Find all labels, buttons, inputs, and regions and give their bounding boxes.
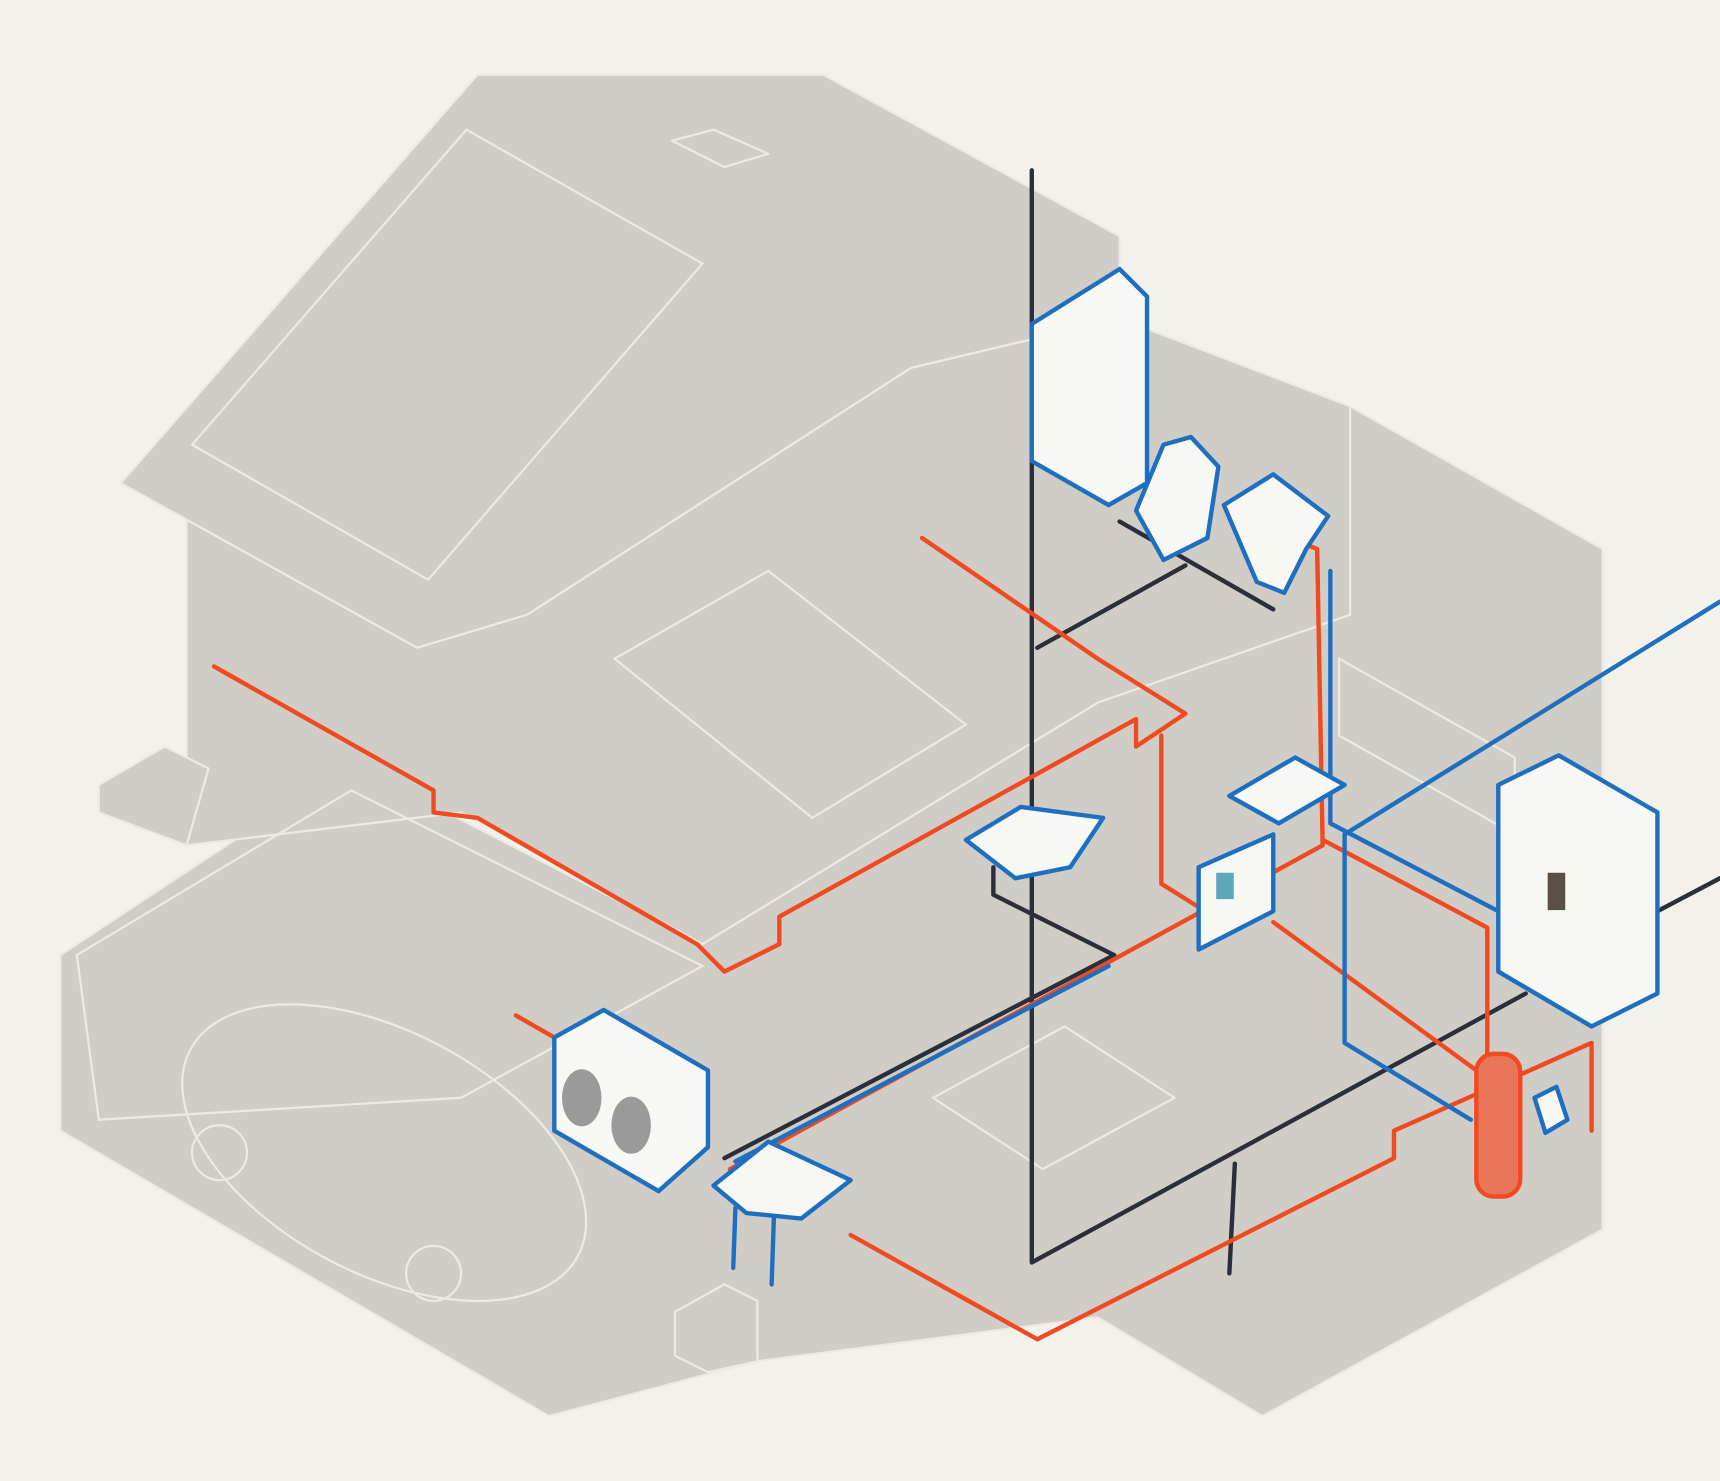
main-vent-stack [1029,168,1528,1265]
roof-vent [670,128,770,169]
drain-vent-pipes [722,168,1720,1276]
ac-unit [97,745,210,847]
cold-main-inlet [1342,599,1720,837]
electrical-panel-icon [1196,832,1276,952]
water-meter-icon [1532,1084,1570,1136]
car-wheel [405,1244,463,1302]
utility-sink-legs [731,1205,777,1287]
car-wheel [190,1124,249,1182]
kitchen-sink-icon [1227,755,1347,826]
solar-panel [190,128,705,582]
washer-line [513,1013,557,1040]
refrigerator-icon [1496,753,1660,1029]
cold-branch [733,963,1111,1164]
fridge-dispenser [1547,872,1566,911]
cold-loop [1342,832,1474,1122]
sink-drain [991,865,1117,958]
water-heater-icon [1474,1051,1523,1199]
dining-table [930,1025,1177,1171]
hot-water-pipes [211,513,1594,1342]
bathroom-sink-icon [1221,472,1331,596]
hot-line-lower [848,1040,1594,1342]
bathroom-sink-icon [963,804,1106,881]
panel-line [1271,919,1479,1073]
heater-line [1320,837,1490,1057]
sewer-line [1655,876,1720,914]
cold-water-pipes [733,568,1720,1164]
fixtures [552,266,1660,1287]
bed [612,569,968,820]
car [181,1003,588,1303]
main-drain [722,952,1117,1161]
utility-sink-icon [711,1139,853,1221]
hot-line-upper [211,535,1188,974]
cold-riser [1328,568,1501,914]
washer-door [561,1069,602,1127]
outdoor-unit [673,1283,759,1374]
dryer-door [611,1096,651,1154]
toilet-icon [1133,434,1221,563]
hot-riser [1159,733,1199,908]
panel-indicator [1216,872,1234,900]
